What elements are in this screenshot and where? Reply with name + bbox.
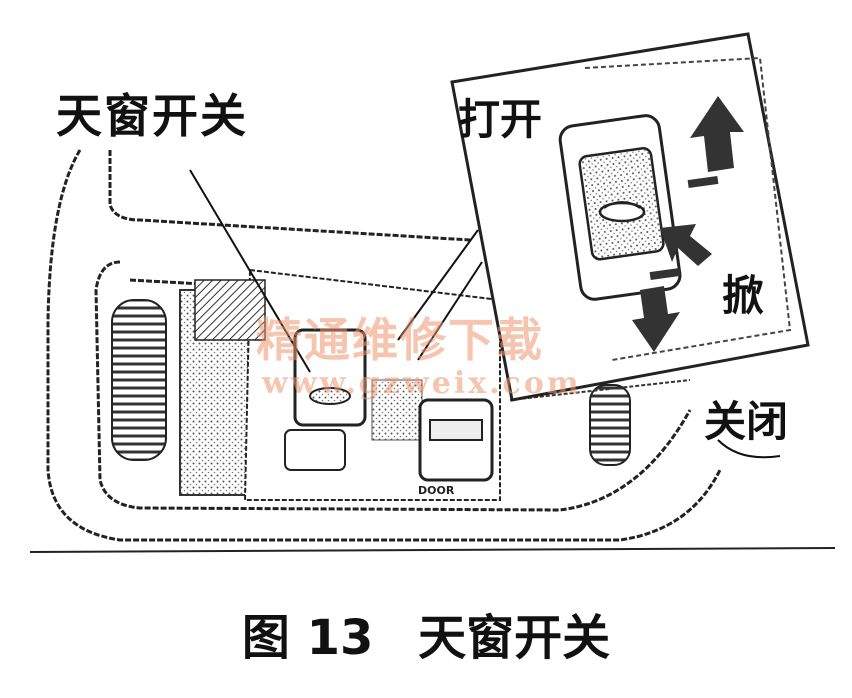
figure-caption: 图 13 天窗开关 (0, 598, 852, 668)
left-dome-light (111, 289, 252, 496)
switch-inset (450, 32, 810, 402)
close-label: 关闭 (704, 397, 789, 446)
figure-title: 天窗开关 (418, 610, 611, 666)
close-arrow-icon (632, 267, 681, 352)
tilt-arrow-icon (660, 224, 712, 266)
leader-lines (189, 169, 781, 459)
open-label: 打开 (458, 95, 543, 144)
figure-number: 图 13 (241, 610, 374, 666)
center-switch-panel: DOOR (194, 268, 501, 501)
inset-switch-body (558, 114, 682, 301)
watermark-name: 精通维修下载 (256, 313, 544, 367)
right-dome-light (509, 379, 691, 466)
tilt-label: 掀 (722, 271, 765, 320)
sunroof-switch-label: 天窗开关 (56, 89, 248, 143)
door-switch-label: DOOR (418, 484, 455, 497)
watermark-url: www.gzweix.com (262, 366, 582, 401)
open-arrow-icon (687, 96, 744, 189)
